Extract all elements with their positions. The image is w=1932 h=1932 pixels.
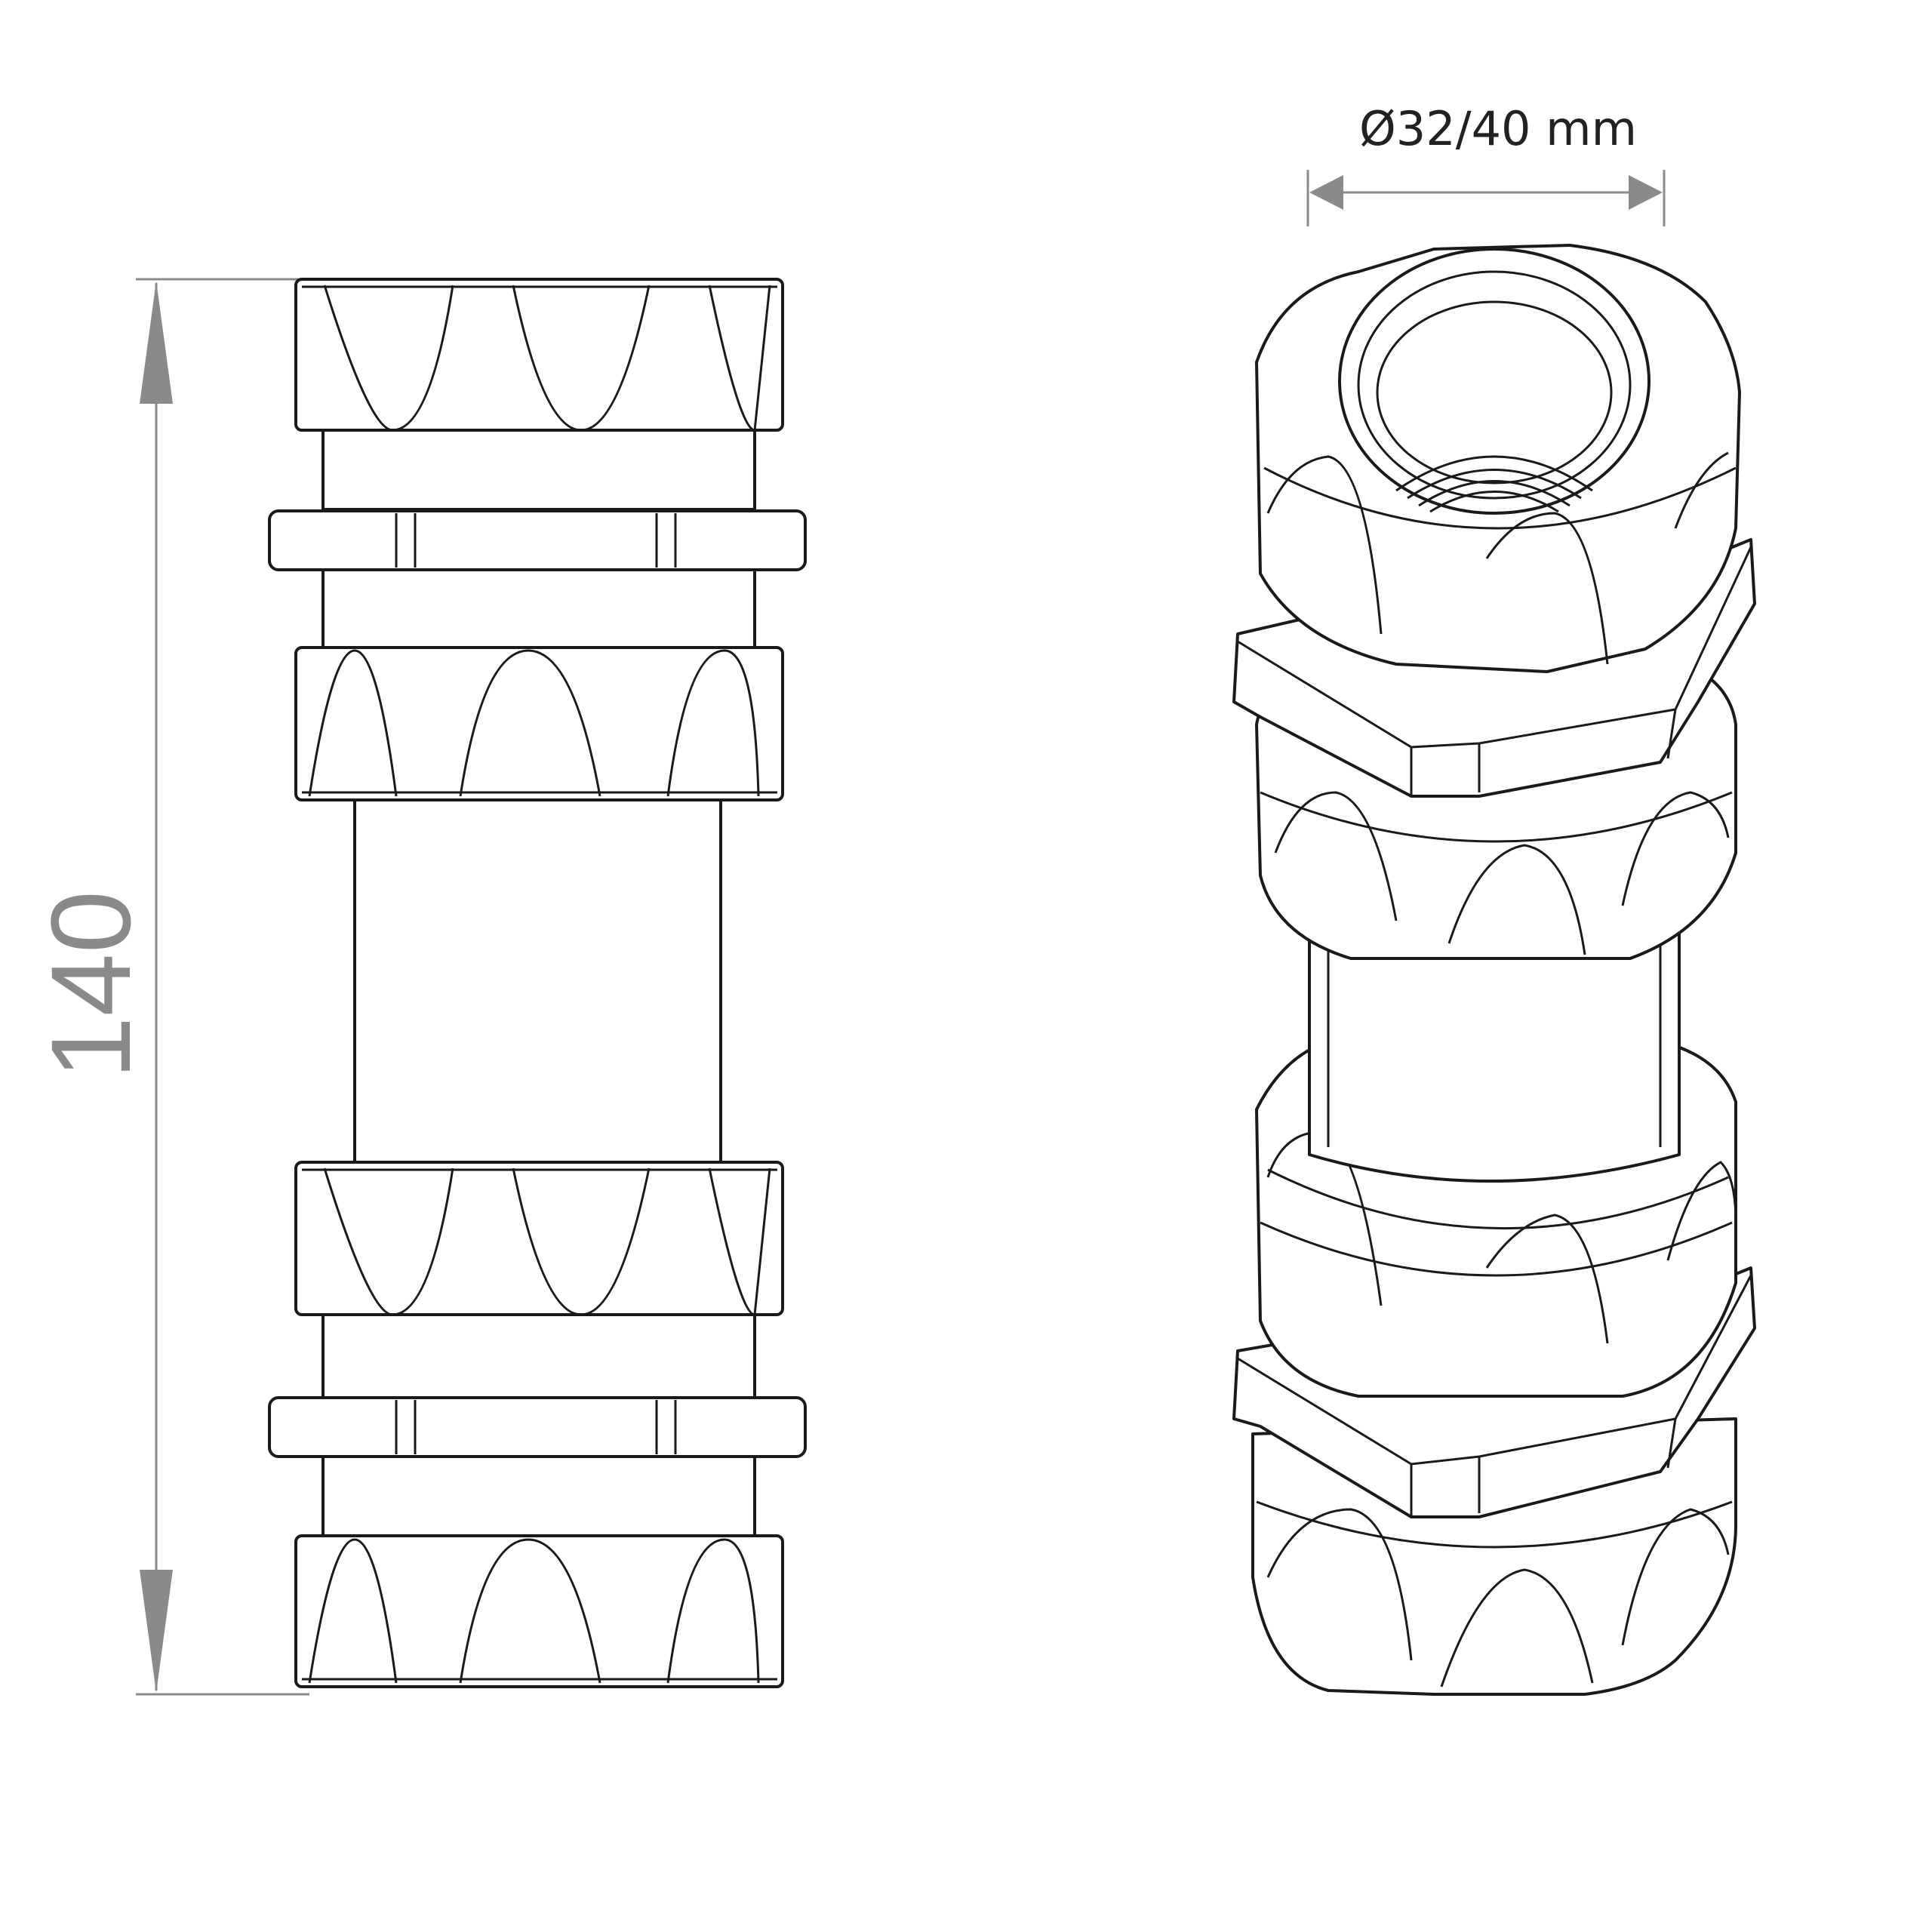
opening-inner-rim — [1357, 270, 1632, 500]
diameter-arrow-right-icon — [1629, 175, 1663, 210]
side-view — [268, 278, 807, 1688]
side-nut-3 — [294, 1161, 784, 1316]
length-arrow-top-icon — [140, 281, 173, 404]
diameter-label: Ø32/40 mm — [1359, 101, 1637, 156]
side-nut-4 — [294, 1534, 784, 1688]
side-neck-2 — [321, 568, 756, 651]
length-dimension: 140 — [27, 278, 309, 1696]
side-neck-3 — [321, 1313, 756, 1399]
opening-outer-rim — [1338, 248, 1651, 515]
length-label: 140 — [27, 891, 154, 1079]
perspective-view — [1232, 244, 1756, 1696]
side-nut-1 — [294, 278, 784, 432]
side-pipe — [353, 798, 722, 1164]
side-ring-2 — [268, 1396, 807, 1458]
side-ring-1 — [268, 509, 807, 571]
persp-nut-top — [1255, 244, 1741, 673]
side-neck-1 — [321, 429, 756, 511]
side-neck-4 — [321, 1455, 756, 1537]
length-arrow-bottom-icon — [140, 1570, 173, 1693]
diameter-arrow-left-icon — [1309, 175, 1343, 210]
diameter-dimension: Ø32/40 mm — [1306, 101, 1666, 226]
persp-pipe — [1308, 927, 1681, 1183]
side-nut-2 — [294, 646, 784, 801]
